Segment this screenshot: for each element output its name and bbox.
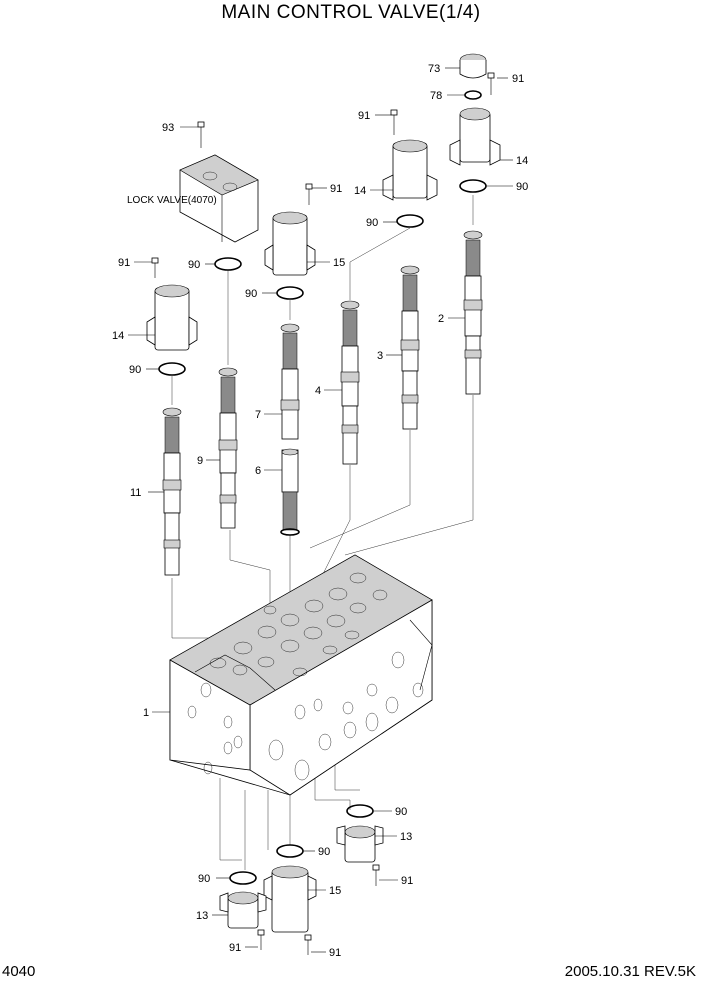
main-valve-body	[169, 554, 433, 796]
callout-9: 9	[197, 455, 203, 467]
callout-91: 91	[229, 942, 241, 954]
callout-91: 91	[330, 183, 342, 195]
callout-6: 6	[255, 465, 261, 477]
callout-13: 13	[400, 831, 412, 843]
spool-6	[280, 448, 300, 536]
callout-91: 91	[401, 875, 413, 887]
callout-2: 2	[438, 313, 444, 325]
page-code: 4040	[2, 963, 36, 980]
bolts	[151, 72, 495, 955]
callout-90: 90	[318, 846, 330, 858]
callout-leaders	[128, 67, 513, 953]
callout-4: 4	[315, 385, 321, 397]
callout-1: 1	[143, 707, 149, 719]
spool-7	[280, 323, 300, 440]
callout-labels: 73 78 91 14 90 93 91 14 91 90 15 91 90 9…	[112, 63, 528, 959]
cap-14-upper-center	[382, 139, 438, 201]
callout-90: 90	[516, 181, 528, 193]
spool-9	[218, 367, 238, 529]
cap-15-upper	[264, 211, 316, 276]
callout-15: 15	[333, 257, 345, 269]
callout-7: 7	[255, 409, 261, 421]
cap-14-left	[146, 284, 198, 351]
callout-78: 78	[430, 90, 442, 102]
spool-11	[162, 407, 182, 576]
spool-3	[400, 265, 420, 430]
callout-13: 13	[196, 910, 208, 922]
callout-73: 73	[428, 63, 440, 75]
assembly-guide-lines	[171, 195, 474, 870]
callout-11: 11	[130, 487, 141, 499]
callout-15: 15	[329, 885, 341, 897]
cap-15-lower	[263, 865, 317, 933]
page-title: MAIN CONTROL VALVE(1/4)	[221, 2, 481, 23]
lock-valve-label: LOCK VALVE(4070)	[127, 195, 217, 206]
callout-90: 90	[198, 873, 210, 885]
callout-14: 14	[516, 155, 528, 167]
callout-90: 90	[188, 259, 200, 271]
cap-73	[459, 53, 487, 79]
callout-90: 90	[395, 806, 407, 818]
spool-2	[463, 230, 483, 395]
callout-90: 90	[366, 217, 378, 229]
callout-14: 14	[354, 185, 366, 197]
callout-90: 90	[245, 288, 257, 300]
callout-91: 91	[329, 947, 341, 959]
callout-90: 90	[129, 364, 141, 376]
callout-93: 93	[162, 122, 174, 134]
callout-91: 91	[118, 257, 130, 269]
callout-14: 14	[112, 330, 124, 342]
lock-valve-block	[179, 154, 259, 243]
cap-14-top-right	[449, 107, 501, 166]
spool-4	[340, 300, 360, 465]
callout-91: 91	[358, 110, 370, 122]
cap-13-right	[336, 825, 384, 863]
callout-91: 91	[512, 73, 524, 85]
date-revision: 2005.10.31 REV.5K	[564, 963, 696, 980]
callout-3: 3	[377, 350, 383, 362]
cap-13-left	[219, 891, 267, 929]
